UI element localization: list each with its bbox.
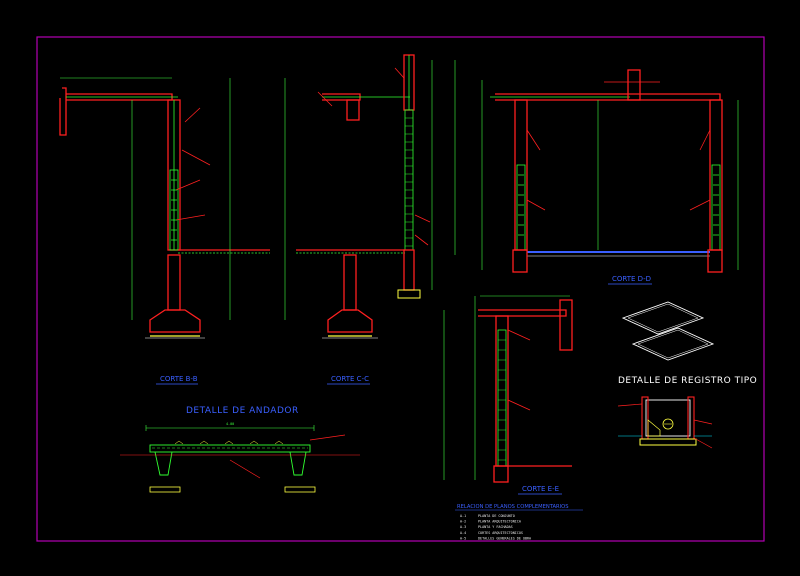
plano-code: A-5 — [460, 536, 466, 540]
plano-code: A-3 — [460, 525, 466, 529]
corte-b-b-section — [59, 77, 270, 339]
plano-name: CORTES ARQUITECTONICOS — [478, 531, 523, 535]
relacion-planos-title: RELACION DE PLANOS COMPLEMENTARIOS — [457, 504, 569, 510]
andador-width-dimension: 4.00 — [226, 422, 234, 426]
detalle-registro-title: DETALLE DE REGISTRO TIPO — [618, 376, 757, 386]
plano-code: A-1 — [460, 514, 466, 518]
plano-name: DETALLES GENERALES DE OBRA — [478, 536, 531, 540]
planos-list: A-1 PLANTA DE CONJUNTO A-2 PLANTA ARQUITECT… — [460, 514, 531, 540]
plano-name: PLANTA DE CONJUNTO — [478, 514, 515, 518]
andador-detail: 4.00 — [120, 422, 360, 493]
corte-c-c-title: CORTE C-C — [331, 375, 369, 383]
plano-code: A-2 — [460, 520, 466, 524]
detalle-andador-title: DETALLE DE ANDADOR — [186, 406, 299, 416]
corte-e-e-section — [443, 295, 573, 483]
corte-b-b-title: CORTE B-B — [160, 375, 198, 383]
corte-c-c-section — [284, 54, 456, 339]
plano-code: A-4 — [460, 531, 466, 535]
corte-d-d-title: CORTE D-D — [612, 275, 651, 283]
registro-detail — [617, 301, 715, 449]
plano-name: PLANTA Y FACHADAS — [478, 525, 513, 529]
plano-name: PLANTA ARQUITECTONICA — [478, 520, 521, 524]
corte-e-e-title: CORTE E-E — [522, 485, 559, 493]
corte-d-d-section — [481, 69, 739, 273]
sheet-border — [36, 36, 765, 542]
